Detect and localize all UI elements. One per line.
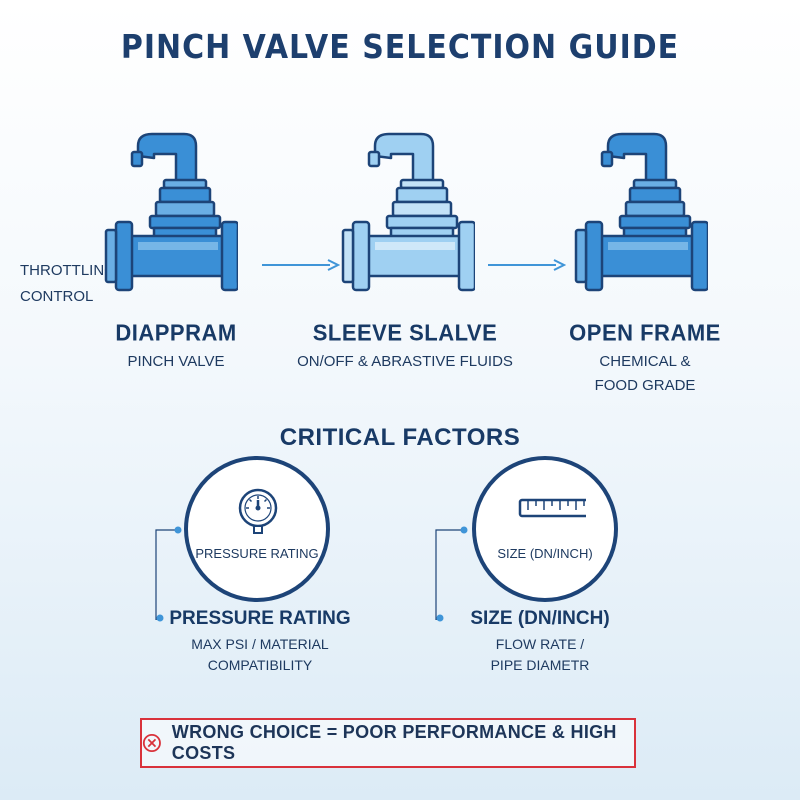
valve-subtitle-line-1: CHEMICAL &: [599, 353, 691, 370]
warning-text: WRONG CHOICE = POOR PERFORMANCE & HIGH C…: [171, 722, 617, 763]
ruler-icon: [518, 498, 586, 518]
circle-label: SIZE (DN/INCH): [497, 546, 593, 561]
circle-label: PRESSURE RATING: [195, 546, 319, 561]
factor-connector-end: [428, 612, 468, 624]
size-circle: SIZE (DN/INCH): [472, 456, 618, 602]
throttling-control-label: THROTTLING CONTROL: [20, 258, 130, 310]
factor-caption-pressure: PRESSURE RATING MAX PSI / MATERIAL COMPA…: [150, 608, 370, 676]
factor-subtitle-line-1: MAX PSI / MATERIAL: [191, 636, 329, 652]
valve-name: SLEEVE SLALVE: [312, 319, 498, 346]
pressure-rating-circle: PRESSURE RATING: [184, 456, 330, 602]
valve-caption-open-frame: OPEN FRAME CHEMICAL & FOOD GRADE: [535, 319, 755, 398]
factor-connector-line: [148, 520, 188, 620]
factor-subtitle-line-2: PIPE DIAMETR: [490, 657, 590, 673]
valve-subtitle: ON/OFF & ABRASTIVE FLUIDS: [297, 353, 513, 370]
factor-name: SIZE (DN/INCH): [470, 608, 610, 629]
side-label-line-2: CONTROL: [20, 288, 94, 305]
factor-connector-dot: [148, 520, 188, 620]
valve-caption-diaphragm: DIAPPRAM PINCH VALVE: [66, 319, 286, 374]
valve-name: DIAPPRAM: [115, 319, 237, 346]
factor-connector-end: [148, 612, 188, 624]
warning-banner: WRONG CHOICE = POOR PERFORMANCE & HIGH C…: [140, 718, 636, 768]
side-label-line-1: THROTTLING: [20, 262, 116, 279]
factor-name: PRESSURE RATING: [169, 608, 351, 629]
valve-subtitle-line-2: FOOD GRADE: [594, 377, 696, 394]
valve-name: OPEN FRAME: [569, 319, 721, 346]
factor-subtitle-line-2: COMPATIBILITY: [207, 657, 313, 673]
diaphragm-valve-icon: [98, 118, 238, 308]
valve-subtitle: PINCH VALVE: [127, 353, 225, 370]
x-circle-icon: [142, 734, 161, 752]
factor-caption-size: SIZE (DN/INCH) FLOW RATE / PIPE DIAMETR: [430, 608, 650, 676]
factor-subtitle-line-1: FLOW RATE /: [495, 636, 585, 652]
flow-arrow-icon: [262, 258, 340, 272]
pressure-gauge-icon: [238, 488, 278, 534]
open-frame-valve-icon: [568, 118, 708, 308]
valve-caption-sleeve: SLEEVE SLALVE ON/OFF & ABRASTIVE FLUIDS: [295, 319, 515, 374]
factor-connector-line: [428, 520, 468, 620]
flow-arrow-icon: [488, 258, 566, 272]
critical-factors-title: CRITICAL FACTORS: [279, 424, 521, 451]
sleeve-valve-icon: [335, 118, 475, 308]
page-title: PINCH VALVE SELECTION GUIDE: [120, 28, 680, 67]
